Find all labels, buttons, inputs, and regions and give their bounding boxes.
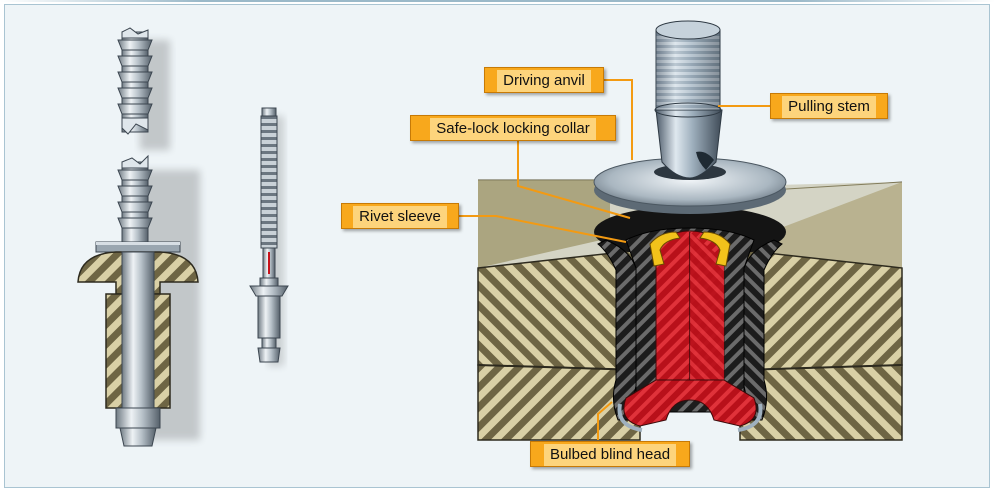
leader-lines	[458, 79, 770, 440]
callout-driving-anvil: Driving anvil	[484, 67, 604, 93]
driving-anvil-washer	[593, 157, 787, 214]
label-safe-lock-collar: Safe-lock locking collar	[430, 118, 596, 140]
pulling-stem-standalone	[249, 107, 289, 366]
top-rule	[0, 0, 995, 2]
label-rivet-sleeve: Rivet sleeve	[353, 206, 447, 228]
installed-rivet-section	[477, 20, 903, 441]
pulling-stem-top	[654, 20, 723, 179]
label-pulling-stem: Pulling stem	[782, 96, 876, 118]
locking-collar-section	[649, 231, 681, 267]
label-driving-anvil: Driving anvil	[497, 70, 591, 92]
bulbed-head-section	[623, 379, 757, 427]
callout-bulbed-blind-head: Bulbed blind head	[530, 441, 690, 467]
callout-rivet-sleeve: Rivet sleeve	[341, 203, 459, 229]
pulling-stem-lower	[117, 154, 153, 243]
assembled-rivet-view	[77, 27, 200, 447]
callout-safe-lock-collar: Safe-lock locking collar	[410, 115, 616, 141]
callout-pulling-stem: Pulling stem	[770, 93, 888, 119]
label-bulbed-blind-head: Bulbed blind head	[543, 444, 677, 466]
broken-stem-top	[117, 27, 153, 135]
